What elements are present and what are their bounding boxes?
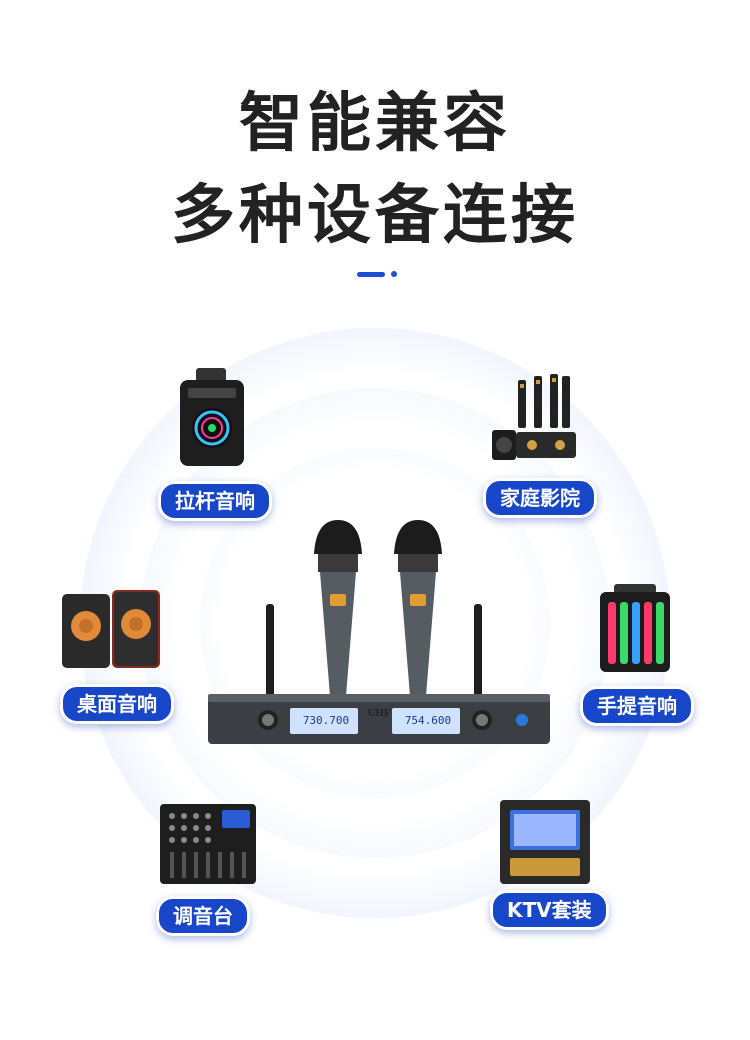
ktv-set-image bbox=[500, 800, 590, 884]
title-line-1: 智能兼容 bbox=[239, 87, 511, 161]
wireless-mic-receiver-image bbox=[208, 520, 550, 744]
receiver-freq-b: 754.600 bbox=[404, 714, 452, 727]
label-trolley-speaker: 拉杆音响 bbox=[158, 481, 272, 521]
title-underline bbox=[357, 272, 385, 277]
label-home-theater: 家庭影院 bbox=[483, 478, 597, 518]
title-line-2: 多种设备连接 bbox=[171, 179, 579, 253]
trolley-speaker-image bbox=[180, 368, 244, 466]
portable-speaker-image bbox=[600, 584, 670, 672]
label-ktv-set: KTV套装 bbox=[490, 890, 609, 930]
label-mixer: 调音台 bbox=[156, 896, 250, 936]
middle-ring bbox=[140, 388, 610, 858]
device-diagram: 拉杆音响 家庭影院 桌面音响 手提音响 bbox=[0, 300, 750, 1040]
title-dot bbox=[391, 271, 397, 277]
mixer-image bbox=[160, 804, 256, 884]
label-portable-speaker: 手提音响 bbox=[580, 686, 694, 726]
home-theater-image bbox=[492, 374, 576, 460]
label-desktop-speaker: 桌面音响 bbox=[60, 684, 174, 724]
receiver-band-label: UHF bbox=[367, 707, 391, 719]
desktop-speaker-image bbox=[62, 590, 160, 668]
receiver-freq-a: 730.700 bbox=[302, 714, 350, 727]
